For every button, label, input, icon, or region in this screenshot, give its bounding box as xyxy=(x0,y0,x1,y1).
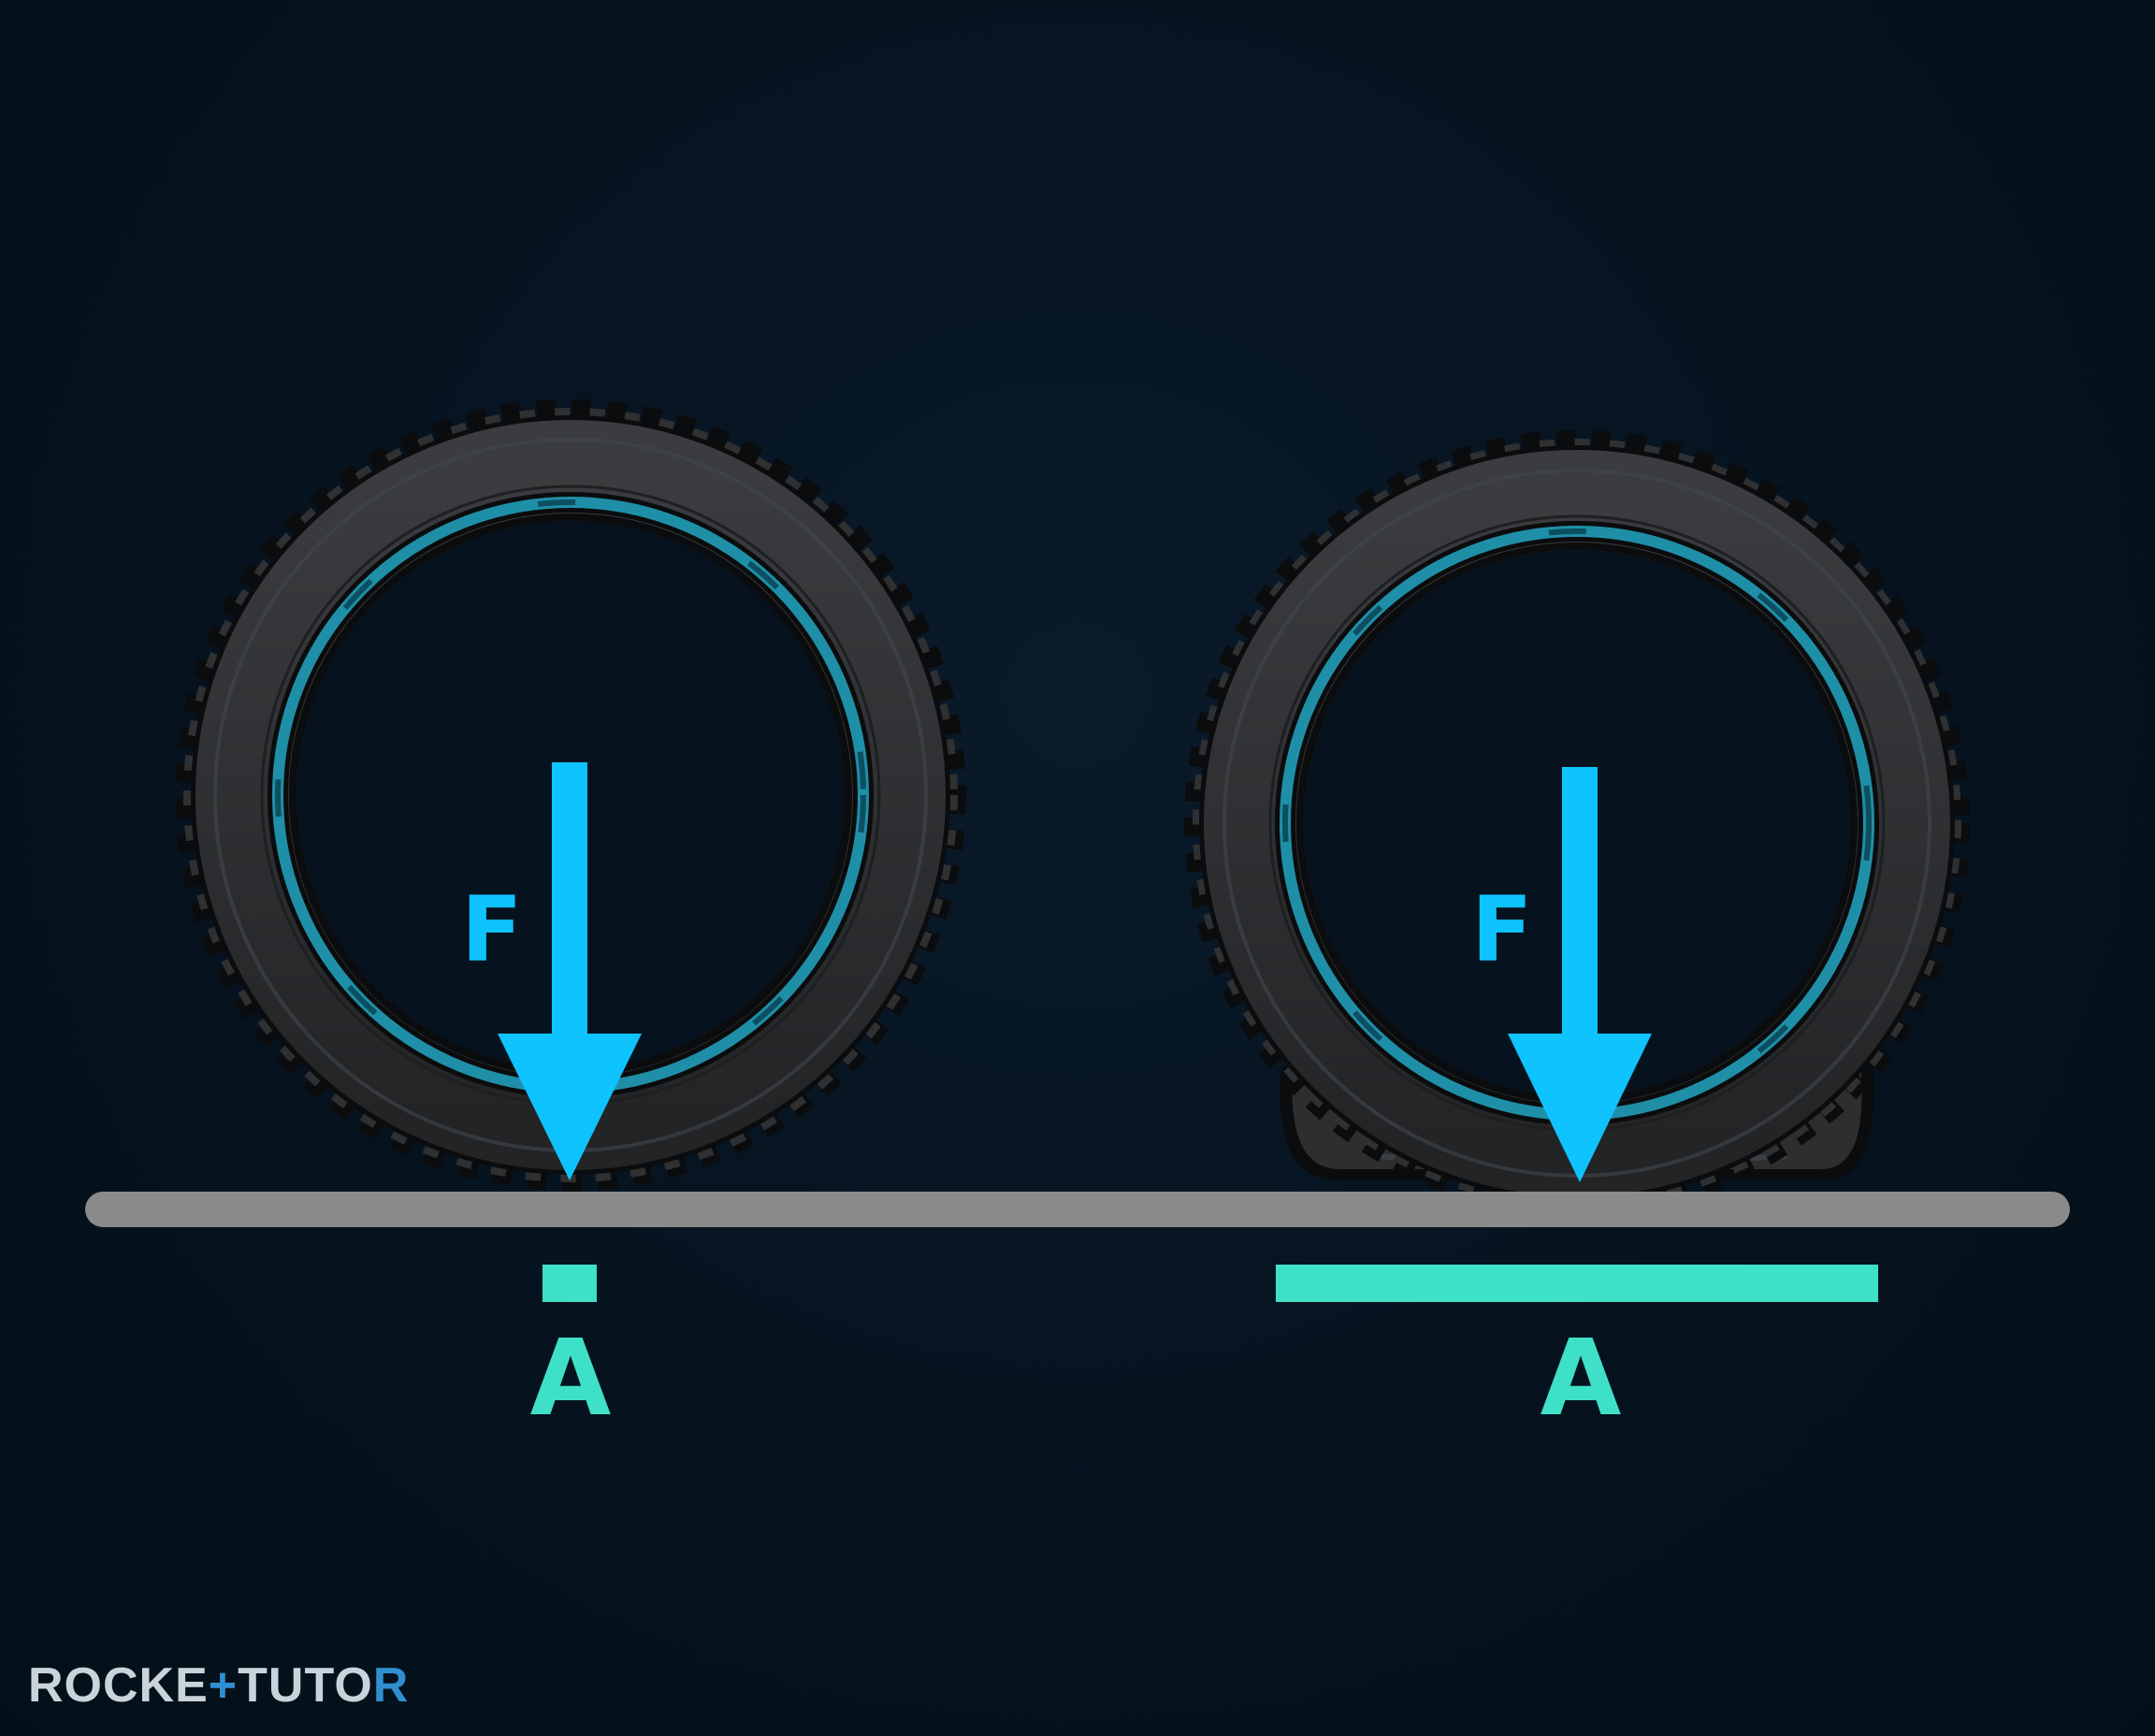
flat-tire: F xyxy=(1184,430,1970,1216)
brand-logo: ROCKE+TUTOR xyxy=(28,1658,410,1713)
inflated-tire: F xyxy=(175,399,966,1191)
force-label: F xyxy=(1471,877,1533,982)
force-label: F xyxy=(461,877,523,982)
area-label: A xyxy=(1540,1318,1622,1439)
down-arrow-icon xyxy=(498,762,642,1180)
contact-area-bar-small xyxy=(542,1265,597,1302)
contact-area-bar-large xyxy=(1276,1265,1878,1302)
area-label: A xyxy=(530,1318,612,1439)
down-arrow-icon xyxy=(1508,767,1652,1182)
